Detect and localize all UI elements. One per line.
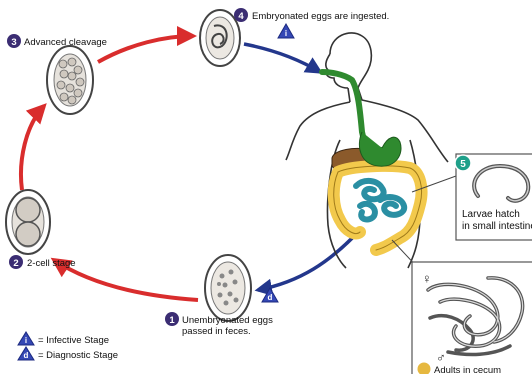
- stage-5-badge: 5: [455, 155, 471, 171]
- egg-embryonated: [200, 10, 240, 66]
- stage-5-number: 5: [460, 159, 466, 170]
- egg-2-cell: [6, 190, 50, 254]
- stage-1-label-line1: Unembryonated eggs: [182, 315, 273, 326]
- infective-marker-letter: i: [285, 29, 287, 38]
- stage-3-label: Advanced cleavage: [24, 37, 107, 48]
- male-symbol: ♂: [436, 350, 446, 365]
- stage-5-label-line1: Larvae hatch: [462, 209, 520, 220]
- stage-2-label: 2-cell stage: [27, 258, 76, 269]
- legend: i = Infective Stage d = Diagnostic Stage: [18, 332, 118, 361]
- legend-diagnostic-letter: d: [24, 351, 29, 360]
- arrow-1-to-2: [54, 260, 198, 300]
- egg-unembryonated: [205, 255, 251, 321]
- stage-1-badge: 1: [165, 312, 179, 326]
- arrow-4-to-mouth: [244, 44, 320, 72]
- stage-3-badge: 3: [7, 34, 21, 48]
- egg-advanced-cleavage: [47, 46, 93, 114]
- stage-1-number: 1: [169, 315, 175, 326]
- stage-4-number: 4: [238, 11, 244, 22]
- stage-6-label: Adults in cecum: [434, 365, 501, 374]
- stage-2-badge: 2: [9, 255, 23, 269]
- legend-diagnostic-symbol: d: [18, 347, 34, 360]
- infective-marker: i: [278, 24, 294, 38]
- arrow-3-to-4: [98, 36, 193, 62]
- legend-infective-letter: i: [25, 336, 27, 345]
- stage-1-label-line2: passed in feces.: [182, 326, 251, 337]
- legend-infective-symbol: i: [18, 332, 34, 345]
- stage-3-number: 3: [11, 37, 16, 48]
- stage-2-number: 2: [13, 258, 18, 269]
- digestive-tract: [322, 72, 422, 250]
- arrow-2-to-3: [21, 106, 44, 190]
- stage-5-label-line2: in small intestine: [462, 221, 532, 232]
- legend-infective-text: = Infective Stage: [38, 335, 109, 346]
- stage-4-label: Embryonated eggs are ingested.: [252, 11, 389, 22]
- female-symbol: ♀: [422, 271, 432, 286]
- diagnostic-marker-letter: d: [268, 293, 273, 302]
- arrow-feces-to-1: [258, 230, 360, 290]
- stage-4-badge: 4: [234, 8, 248, 22]
- legend-diagnostic-text: = Diagnostic Stage: [38, 350, 118, 361]
